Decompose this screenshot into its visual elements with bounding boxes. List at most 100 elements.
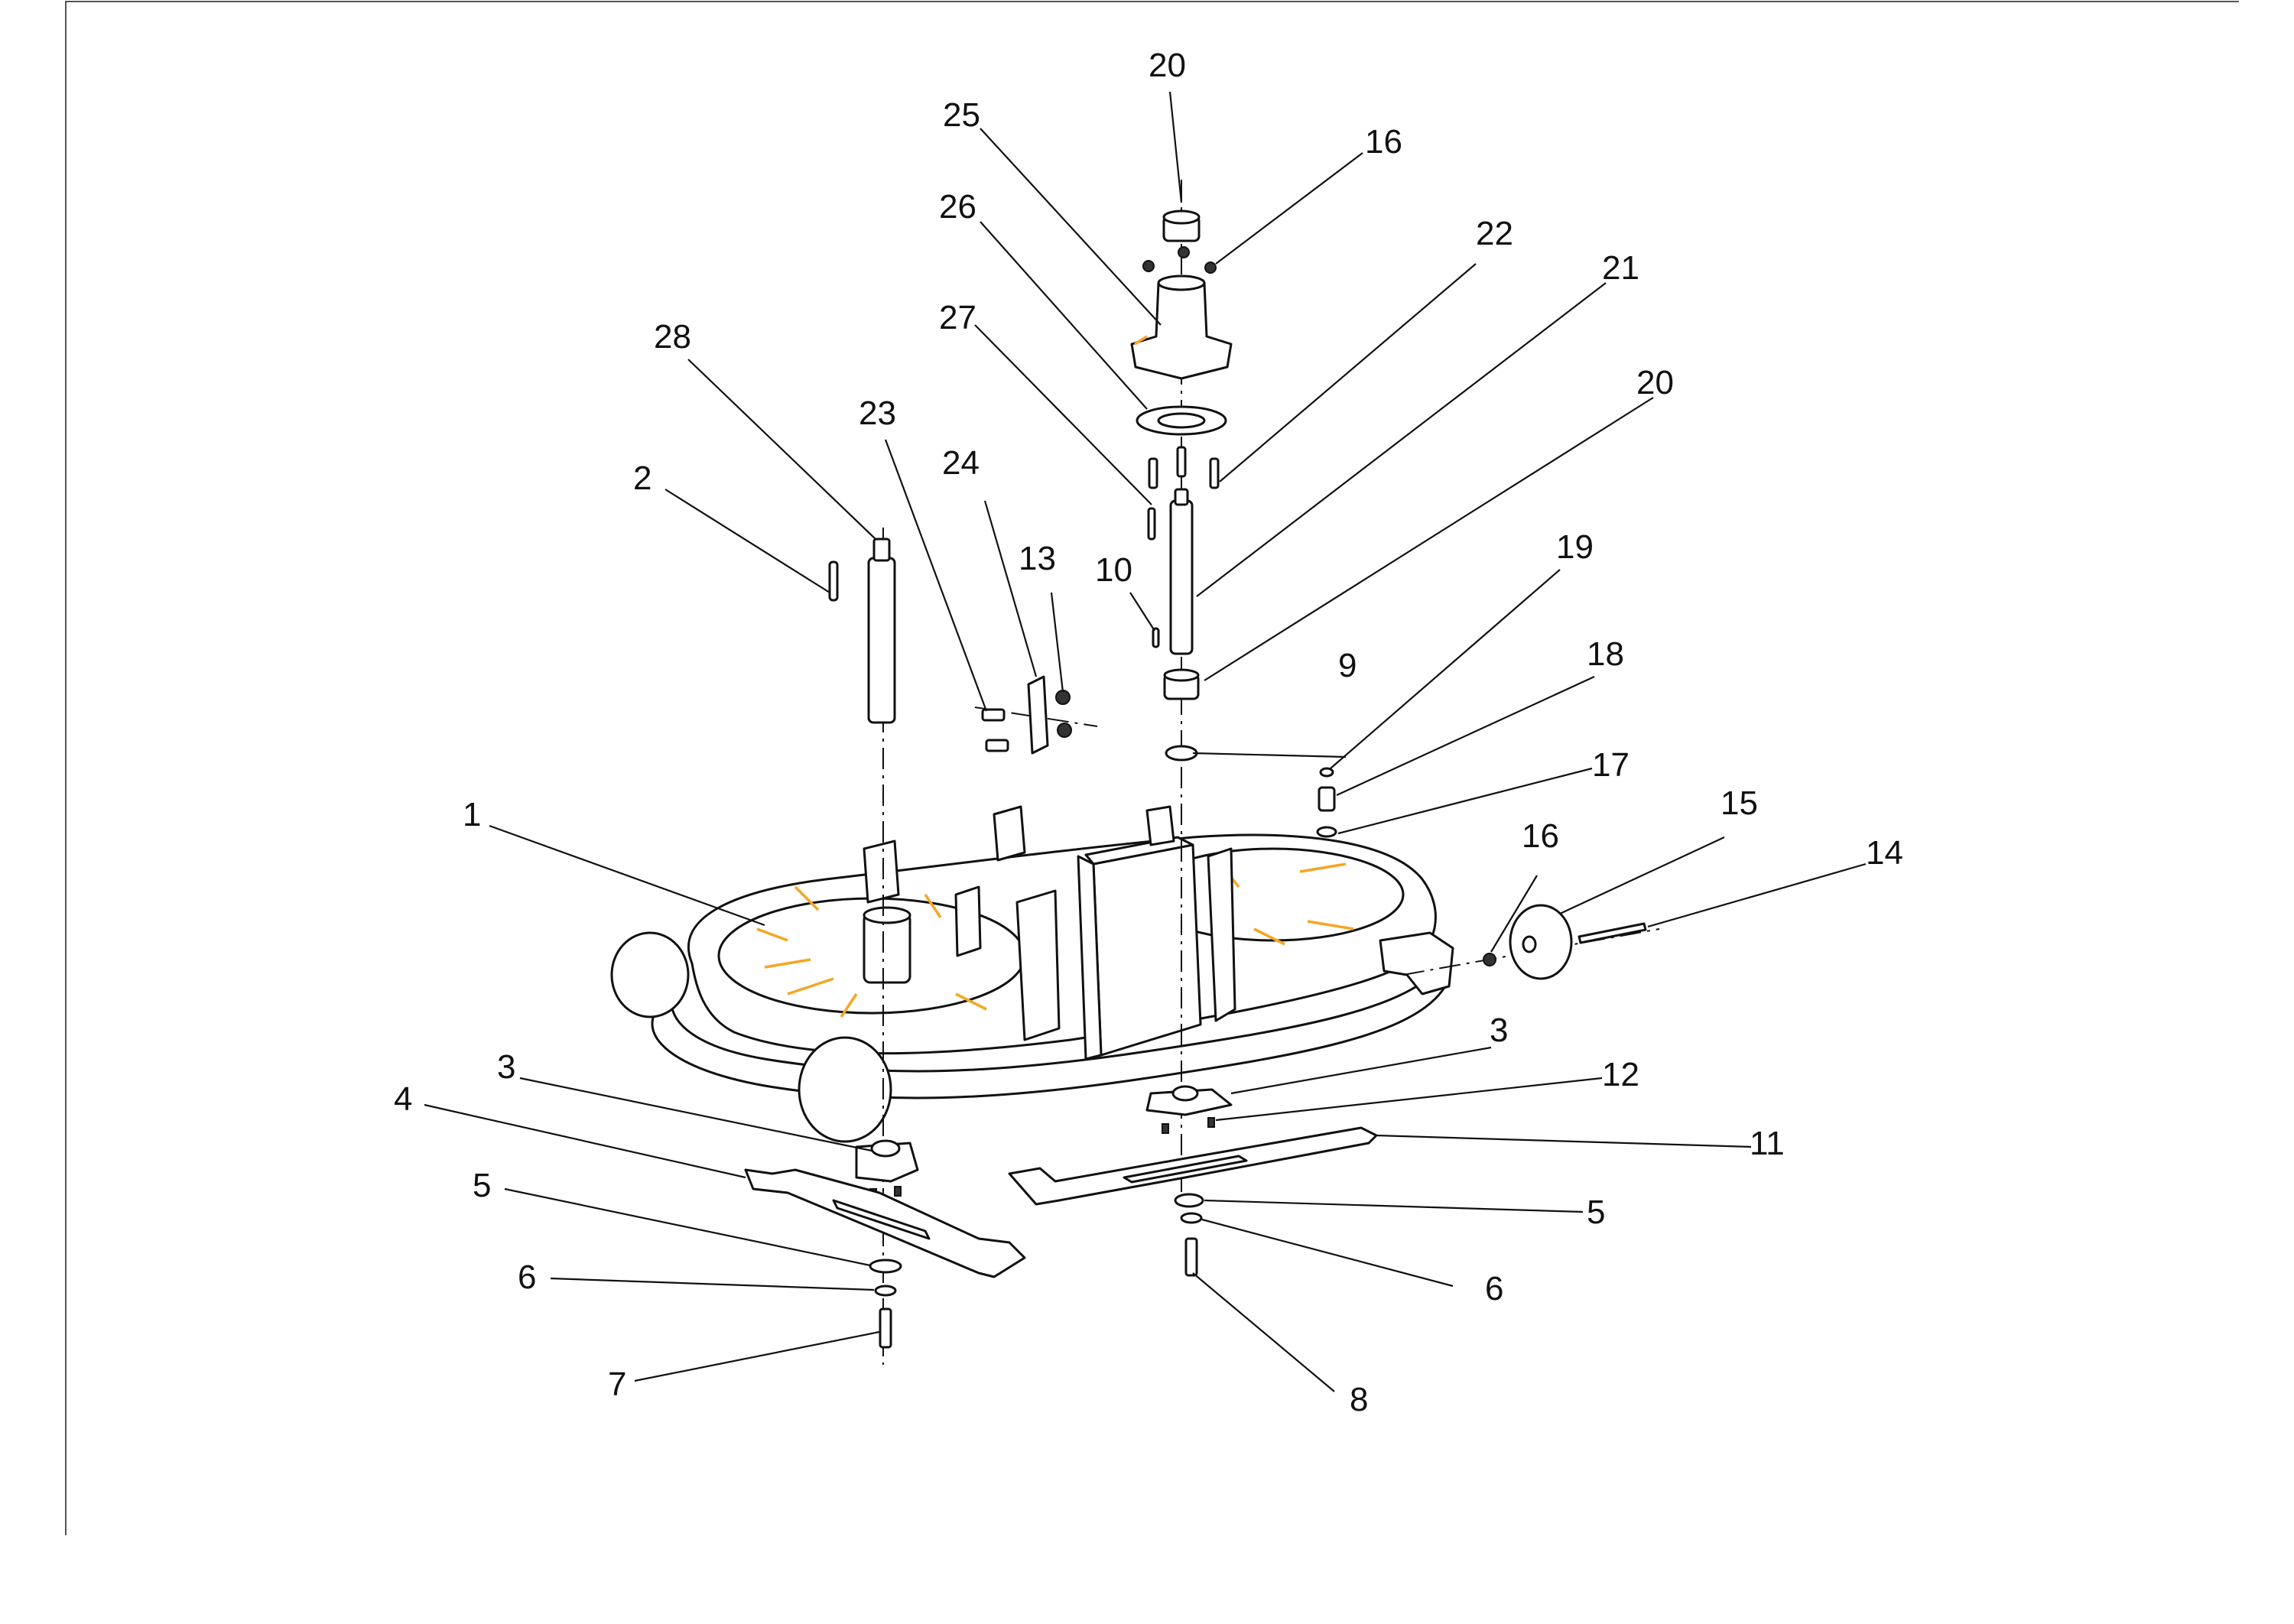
mount-bolt-right-b xyxy=(1207,1117,1215,1128)
right-washer-6 xyxy=(1180,1212,1203,1224)
callout-27: 27 xyxy=(939,299,976,336)
left-spindle-shaft xyxy=(867,557,896,724)
callout-13: 13 xyxy=(1019,540,1056,577)
callout-4: 4 xyxy=(394,1080,412,1118)
callout-20-mid: 20 xyxy=(1636,364,1674,401)
callout-labels: 20 16 25 26 22 21 27 20 28 23 24 13 2 10… xyxy=(394,47,1903,1418)
callout-17: 17 xyxy=(1592,746,1630,784)
left-shaft-key xyxy=(828,560,839,602)
callout-18: 18 xyxy=(1587,635,1624,673)
deck-wheel-assembly xyxy=(1483,904,1647,980)
left-blade-bolt xyxy=(879,1307,892,1349)
callout-16-top: 16 xyxy=(1365,123,1402,161)
spindle-shaft xyxy=(1169,499,1194,655)
right-spindle-assembly xyxy=(1008,209,1378,1277)
center-channel-top xyxy=(1084,836,1194,866)
callout-23: 23 xyxy=(859,395,896,432)
mounting-bracket xyxy=(1027,675,1049,755)
mount-bolt-left-b xyxy=(894,1186,902,1197)
callout-2: 2 xyxy=(633,460,651,497)
left-spindle-assembly xyxy=(744,538,1026,1349)
callout-5-right: 5 xyxy=(1587,1194,1605,1231)
right-upright-bracket xyxy=(1207,847,1236,1022)
lower-bearing-face xyxy=(1163,668,1200,682)
blade-mount-left-hub xyxy=(870,1139,901,1158)
anti-scalp-wheel xyxy=(1509,904,1573,980)
grease-fitting-assembly xyxy=(1316,767,1337,838)
callout-25: 25 xyxy=(943,96,980,134)
bracket-nut-upper xyxy=(1055,690,1071,705)
spindle-nut-left xyxy=(1142,260,1155,272)
wheel-bolt xyxy=(1578,922,1647,944)
callout-16-wheel: 16 xyxy=(1522,817,1559,855)
blade-mount-right-hub xyxy=(1171,1085,1199,1102)
bracket-bolt-upper xyxy=(981,708,1006,722)
housing-bolt-mid xyxy=(1176,446,1187,478)
right-blade-bolt xyxy=(1184,1237,1198,1277)
callout-14: 14 xyxy=(1866,834,1903,872)
callout-5-left: 5 xyxy=(473,1167,491,1204)
left-upright-bracket xyxy=(1015,889,1061,1041)
housing-bolt-left xyxy=(1148,457,1158,489)
blade-mount-left xyxy=(855,1142,919,1183)
left-spindle-shaft-tip xyxy=(872,538,891,562)
page-frame xyxy=(65,1,2239,1535)
left-spindle-housing-top xyxy=(863,906,911,924)
grease-fitting xyxy=(1318,786,1336,812)
callout-7: 7 xyxy=(608,1366,626,1403)
deck-wheel-front xyxy=(798,1036,892,1143)
callout-1: 1 xyxy=(463,796,481,833)
fitting-washer xyxy=(1316,826,1337,838)
snap-ring xyxy=(1165,745,1198,762)
top-pulley-face xyxy=(1162,209,1201,225)
left-blade-slot xyxy=(832,1199,931,1240)
blade-mount-right xyxy=(1145,1088,1233,1116)
mounting-bracket-assembly xyxy=(981,675,1072,755)
callout-6-right: 6 xyxy=(1485,1270,1503,1307)
callout-24: 24 xyxy=(942,444,980,482)
spindle-nut-right xyxy=(1204,261,1217,274)
center-channel-side xyxy=(1077,855,1103,1060)
wheel-nut xyxy=(1483,953,1496,966)
callout-10: 10 xyxy=(1095,551,1132,589)
left-washer-6 xyxy=(874,1285,897,1297)
shaft-key-27 xyxy=(1147,507,1156,541)
spindle-housing xyxy=(1130,281,1233,380)
callout-19: 19 xyxy=(1556,528,1594,566)
deck-wheel-left-rear xyxy=(610,931,690,1018)
anti-scalp-wheel-hub xyxy=(1522,935,1537,953)
callout-26: 26 xyxy=(939,188,976,226)
deck-tab-right xyxy=(1145,805,1175,846)
bracket-bolt-lower xyxy=(985,739,1009,752)
mower-deck xyxy=(610,805,1454,1143)
callout-3-right: 3 xyxy=(1490,1012,1508,1049)
spindle-shaft-tip xyxy=(1174,488,1189,506)
callout-20-top: 20 xyxy=(1149,47,1186,84)
left-housing-ribs xyxy=(756,885,987,1018)
center-channel-bracket xyxy=(1092,843,1202,1057)
mount-bolt-right-a xyxy=(1162,1123,1169,1134)
callout-6-left: 6 xyxy=(518,1259,536,1296)
callout-9: 9 xyxy=(1338,647,1357,684)
callout-3-left: 3 xyxy=(497,1048,515,1086)
callout-15: 15 xyxy=(1720,784,1758,822)
right-washer-5 xyxy=(1174,1193,1204,1208)
callout-28: 28 xyxy=(654,318,691,356)
callout-8: 8 xyxy=(1350,1381,1368,1418)
leader-lines xyxy=(424,91,1867,1392)
spindle-nut-mid xyxy=(1178,246,1190,258)
spindle-gasket-hole xyxy=(1157,412,1206,429)
left-washer-5 xyxy=(869,1259,902,1274)
callout-11: 11 xyxy=(1750,1125,1785,1162)
deck-tab-left-back xyxy=(954,885,982,957)
deck-tab-left xyxy=(863,840,900,904)
spindle-housing-top xyxy=(1157,274,1206,291)
callout-22: 22 xyxy=(1476,215,1513,252)
housing-accent xyxy=(1134,335,1148,346)
deck-tab-mid xyxy=(993,805,1026,862)
callout-21: 21 xyxy=(1602,249,1639,287)
right-blade-slot xyxy=(1123,1155,1248,1184)
fitting-cap xyxy=(1319,767,1334,778)
bracket-nut-lower xyxy=(1057,723,1072,738)
